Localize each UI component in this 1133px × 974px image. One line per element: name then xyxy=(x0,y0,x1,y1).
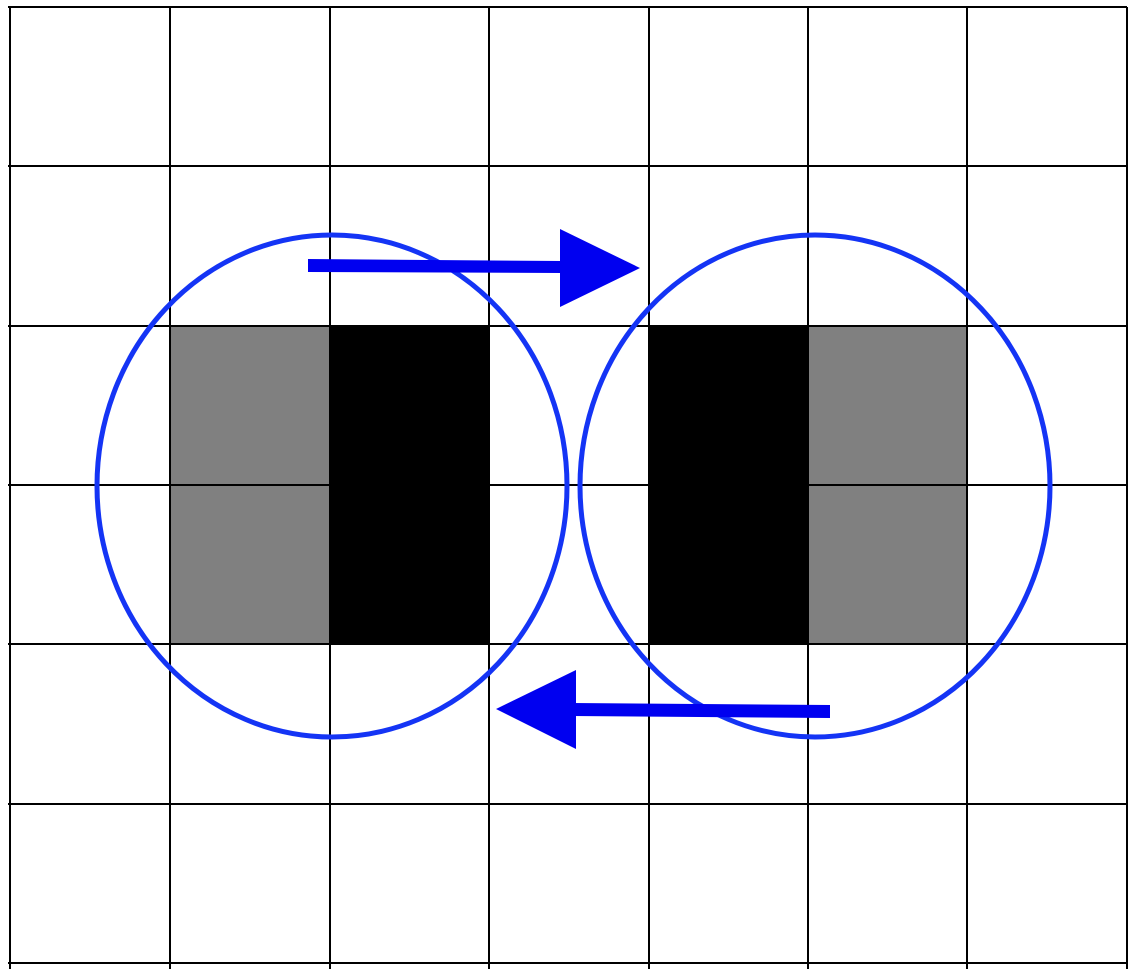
grid-lines xyxy=(8,6,1128,969)
arrow-left xyxy=(496,670,830,749)
cell-left-black-bottom xyxy=(330,485,489,644)
arrow-right-head xyxy=(560,229,640,307)
cell-right-black-bottom xyxy=(649,485,808,644)
cell-left-gray-bottom xyxy=(170,485,330,644)
arrow-right xyxy=(308,229,640,307)
left-circle xyxy=(94,232,570,740)
arrow-left-shaft xyxy=(572,703,830,718)
cell-right-gray-top xyxy=(808,326,967,485)
cell-left-black-top xyxy=(330,326,489,485)
cell-right-gray-bottom xyxy=(808,485,967,644)
arrow-right-shaft xyxy=(308,259,562,273)
right-circle xyxy=(577,232,1053,740)
arrow-left-head xyxy=(496,670,576,749)
filled-cells xyxy=(170,326,967,644)
cell-right-black-top xyxy=(649,326,808,485)
cell-left-gray-top xyxy=(170,326,330,485)
